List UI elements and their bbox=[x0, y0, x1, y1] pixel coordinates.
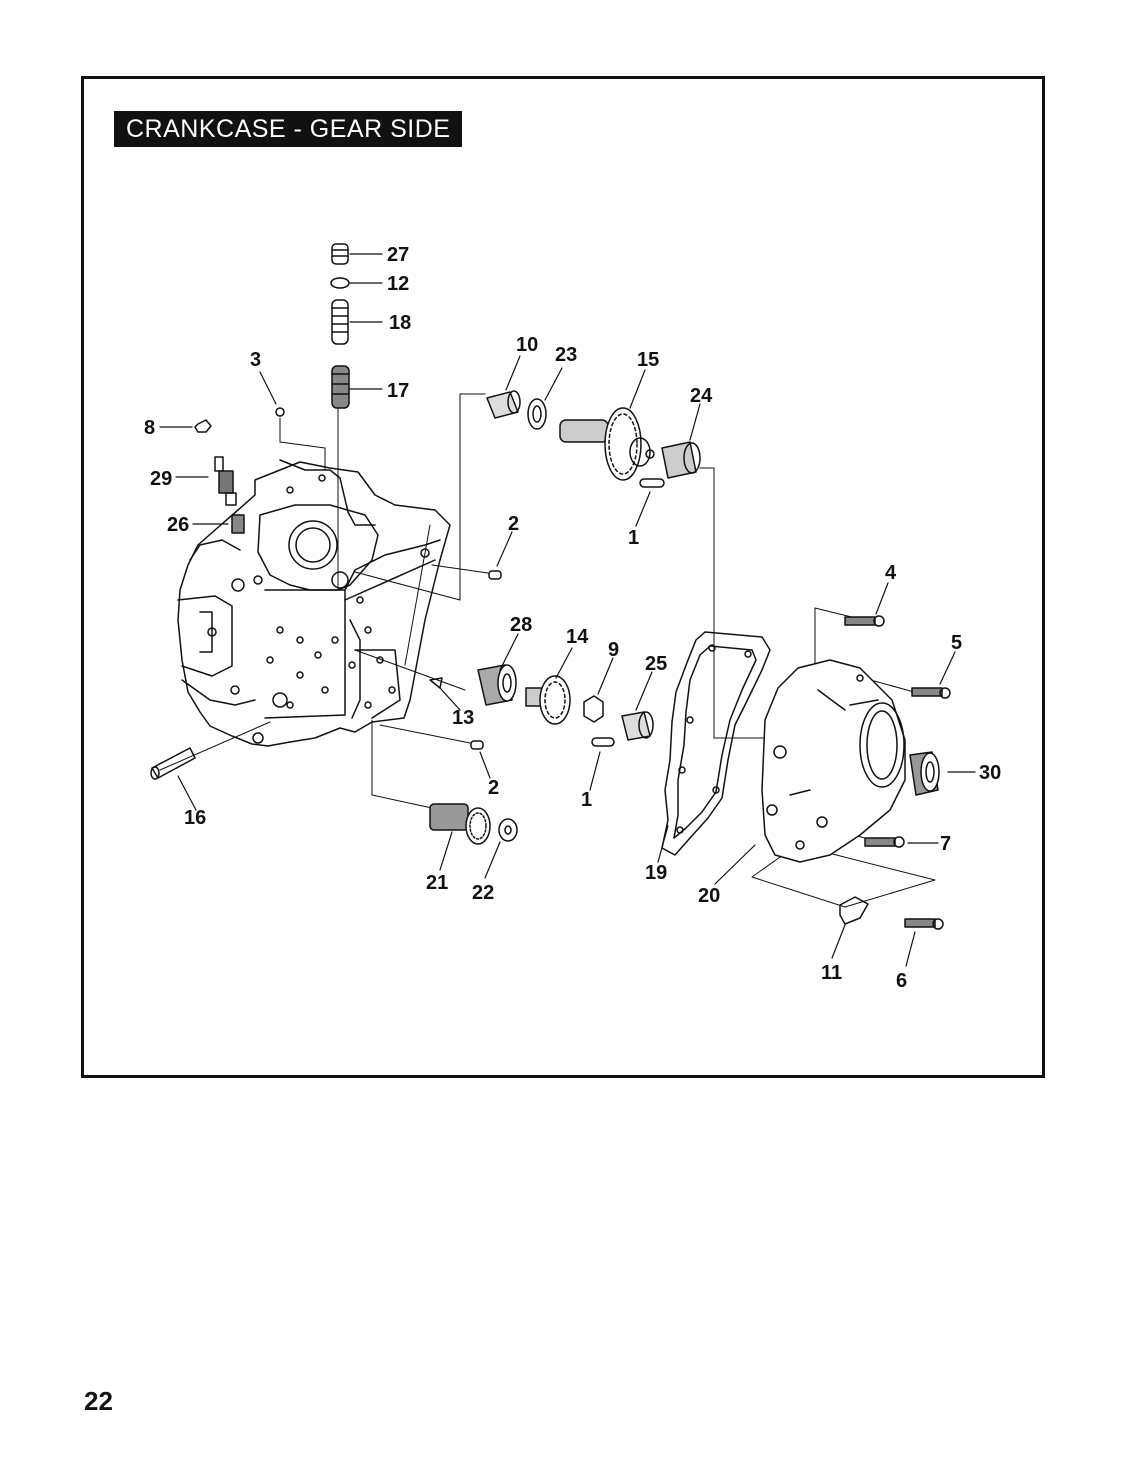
callout-26: 26 bbox=[167, 514, 189, 536]
callout-7: 7 bbox=[940, 833, 951, 855]
callout-23: 23 bbox=[555, 344, 577, 366]
callout-3: 3 bbox=[250, 349, 261, 371]
screw bbox=[904, 918, 944, 930]
woodruff-key bbox=[429, 677, 443, 689]
screw bbox=[844, 615, 885, 627]
washer bbox=[498, 818, 518, 842]
callout-30: 30 bbox=[979, 762, 1001, 784]
needle-bearing bbox=[486, 390, 521, 419]
page-number: 22 bbox=[84, 1386, 113, 1416]
callout-21: 21 bbox=[426, 872, 448, 894]
callout-2: 2 bbox=[508, 513, 519, 535]
spring bbox=[331, 299, 349, 345]
callout-16: 16 bbox=[184, 807, 206, 829]
callout-25: 25 bbox=[645, 653, 667, 675]
diagram-frame bbox=[81, 76, 1045, 1078]
oil-pressure-sensor bbox=[214, 456, 237, 506]
callout-13: 13 bbox=[452, 707, 474, 729]
callout-5: 5 bbox=[951, 632, 962, 654]
callout-15: 15 bbox=[637, 349, 659, 371]
washer-bore bbox=[504, 825, 512, 835]
oil-seal bbox=[909, 751, 940, 796]
callout-22: 22 bbox=[472, 882, 494, 904]
callout-24: 24 bbox=[690, 385, 713, 407]
callout-8: 8 bbox=[144, 417, 155, 439]
callout-9: 9 bbox=[608, 639, 619, 661]
cam-bearing bbox=[661, 441, 701, 479]
check-ball bbox=[275, 407, 285, 417]
pinion-nut bbox=[583, 695, 604, 723]
assembly-guide-lines bbox=[159, 393, 936, 908]
callout-28: 28 bbox=[510, 614, 532, 636]
callout-19: 19 bbox=[645, 862, 667, 884]
leader-lines bbox=[159, 253, 976, 967]
dowel bbox=[488, 570, 502, 580]
callout-4: 4 bbox=[885, 562, 897, 584]
callout-12: 12 bbox=[387, 273, 409, 295]
callout-17: 17 bbox=[387, 380, 409, 402]
plug bbox=[331, 243, 349, 265]
callout-14: 14 bbox=[566, 626, 589, 648]
callout-1: 1 bbox=[628, 527, 639, 549]
dowel-pin bbox=[591, 737, 615, 747]
dowel bbox=[470, 740, 484, 750]
callout-10: 10 bbox=[516, 334, 538, 356]
callout-29: 29 bbox=[150, 468, 172, 490]
screw bbox=[911, 687, 951, 699]
callout-labels: 27 12 18 17 3 8 29 26 10 23 15 24 1 2 4 … bbox=[144, 244, 1001, 992]
callout-1: 1 bbox=[581, 789, 592, 811]
tube bbox=[150, 747, 196, 780]
o-ring bbox=[330, 277, 350, 289]
callout-18: 18 bbox=[389, 312, 411, 334]
cam-gear bbox=[559, 407, 655, 481]
thrust-washer bbox=[527, 398, 547, 430]
dowel-pin bbox=[639, 478, 665, 488]
nut bbox=[194, 419, 212, 433]
spacer bbox=[621, 711, 654, 741]
screw bbox=[864, 836, 905, 848]
gasket bbox=[661, 631, 771, 856]
thrust-washer-bore bbox=[532, 405, 542, 423]
callout-11: 11 bbox=[821, 962, 842, 984]
callout-2: 2 bbox=[488, 777, 499, 799]
gearcase-cover bbox=[761, 659, 906, 863]
callout-6: 6 bbox=[896, 970, 907, 992]
cable-clip bbox=[839, 896, 869, 925]
callout-20: 20 bbox=[698, 885, 720, 907]
oil-pump-gear bbox=[429, 803, 491, 845]
crankcase-gear-side bbox=[177, 459, 451, 747]
fitting bbox=[231, 514, 245, 534]
pinion-bushing bbox=[477, 664, 517, 706]
callout-27: 27 bbox=[387, 244, 409, 266]
diagram-title: CRANKCASE - GEAR SIDE bbox=[114, 111, 463, 147]
filter-screen bbox=[331, 365, 350, 409]
pinion-gear bbox=[525, 675, 571, 725]
